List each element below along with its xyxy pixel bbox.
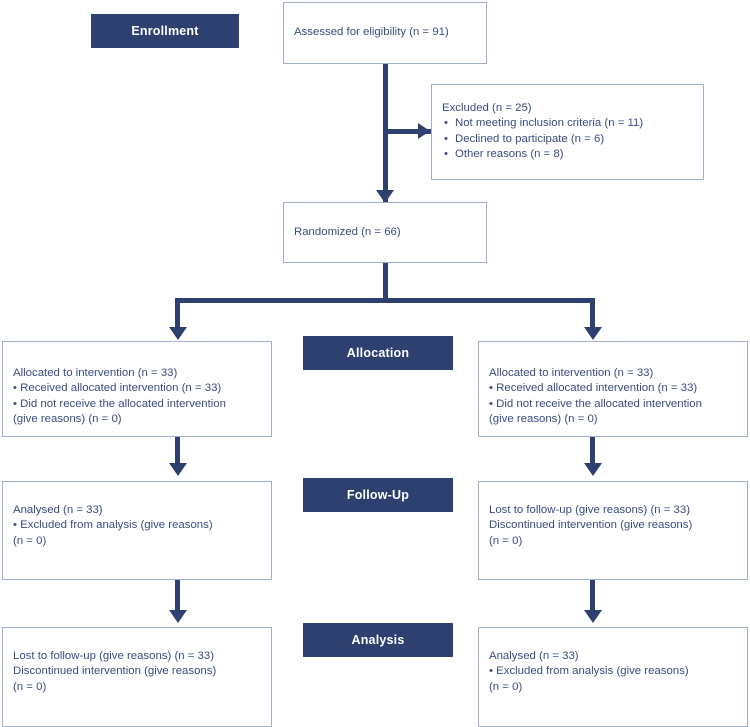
- node-allocation-right-line-4: (give reasons) (n = 0): [489, 413, 598, 426]
- arrowhead-followup-right: [583, 463, 602, 476]
- arrowhead-to-excluded: [418, 123, 430, 139]
- node-allocation-right-line-1: Allocated to intervention (n = 33): [489, 367, 654, 379]
- node-allocation-right-line-2: • Received allocated intervention (n = 3…: [489, 382, 698, 395]
- connector-to-excluded: [385, 128, 431, 134]
- stage-label-analysis-text: Analysis: [351, 633, 405, 647]
- stage-label-followup-text: Follow-Up: [346, 488, 410, 502]
- connector-allocation-to-followup-right: [590, 437, 595, 464]
- node-allocation-left-line-2: • Received allocated intervention (n = 3…: [13, 382, 222, 395]
- connector-randomized-down: [382, 263, 388, 303]
- node-followup-left: Analysed (n = 33) • Excluded from analys…: [2, 481, 272, 580]
- node-allocation-left-line-4: (give reasons) (n = 0): [13, 413, 122, 426]
- stage-label-enrollment: Enrollment: [91, 14, 239, 48]
- node-followup-left-line-1: Analysed (n = 33): [13, 504, 103, 516]
- node-allocation-left: Allocated to intervention (n = 33) • Rec…: [2, 341, 272, 437]
- connector-followup-to-analysis-right: [590, 580, 595, 613]
- node-followup-right-line-3: (n = 0): [489, 534, 523, 547]
- arrowhead-analysis-left: [168, 610, 187, 623]
- arrowhead-assessed-to-randomized: [376, 190, 394, 203]
- node-analysis-right: Analysed (n = 33) • Excluded from analys…: [478, 627, 748, 727]
- node-allocation-right: Allocated to intervention (n = 33) • Rec…: [478, 341, 748, 437]
- node-excluded-heading: Excluded (n = 25): [442, 102, 532, 114]
- connector-split-bar: [175, 298, 595, 303]
- node-analysis-right-line-2: • Excluded from analysis (give reasons): [489, 665, 689, 678]
- node-allocation-left-line-3: • Did not receive the allocated interven…: [13, 397, 226, 410]
- node-excluded-reason: Not meeting inclusion criteria (n = 11): [442, 116, 697, 132]
- node-analysis-left-line-2: Discontinued intervention (give reasons): [13, 665, 217, 678]
- node-excluded-reason-list: Not meeting inclusion criteria (n = 11) …: [442, 116, 697, 163]
- node-analysis-left-line-1: Lost to follow-up (give reasons) (n = 33…: [13, 650, 215, 662]
- node-excluded-reason: Other reasons (n = 8): [442, 147, 697, 163]
- node-excluded: Excluded (n = 25) Not meeting inclusion …: [431, 84, 704, 180]
- node-allocation-right-line-3: • Did not receive the allocated interven…: [489, 397, 702, 410]
- stage-label-enrollment-text: Enrollment: [131, 24, 199, 38]
- arrowhead-allocation-left: [168, 327, 187, 340]
- node-followup-left-line-3: (n = 0): [13, 534, 47, 547]
- stage-label-analysis: Analysis: [303, 623, 453, 657]
- node-analysis-right-line-3: (n = 0): [489, 680, 523, 693]
- node-followup-right: Lost to follow-up (give reasons) (n = 33…: [478, 481, 748, 580]
- node-excluded-reason: Declined to participate (n = 6): [442, 132, 697, 148]
- node-allocation-left-line-1: Allocated to intervention (n = 33): [13, 367, 178, 379]
- node-analysis-left: Lost to follow-up (give reasons) (n = 33…: [2, 627, 272, 727]
- node-randomized: Randomized (n = 66): [283, 202, 487, 263]
- stage-label-allocation-text: Allocation: [346, 346, 410, 360]
- node-analysis-right-line-1: Analysed (n = 33): [489, 650, 579, 662]
- arrowhead-analysis-right: [583, 610, 602, 623]
- connector-split-to-allocation-left: [175, 298, 180, 330]
- node-assessed-for-eligibility: Assessed for eligibility (n = 91): [283, 2, 487, 64]
- connector-split-to-allocation-right: [590, 298, 595, 330]
- node-followup-right-line-2: Discontinued intervention (give reasons): [489, 519, 693, 532]
- stage-label-followup: Follow-Up: [303, 478, 453, 512]
- connector-allocation-to-followup-left: [175, 437, 180, 464]
- node-assessed-text: Assessed for eligibility (n = 91): [294, 26, 449, 38]
- connector-followup-to-analysis-left: [175, 580, 180, 613]
- arrowhead-allocation-right: [583, 327, 602, 340]
- arrowhead-followup-left: [168, 463, 187, 476]
- node-analysis-left-line-3: (n = 0): [13, 680, 47, 693]
- stage-label-allocation: Allocation: [303, 336, 453, 370]
- node-followup-left-line-2: • Excluded from analysis (give reasons): [13, 519, 213, 532]
- node-randomized-text: Randomized (n = 66): [294, 226, 401, 238]
- node-followup-right-line-1: Lost to follow-up (give reasons) (n = 33…: [489, 504, 691, 516]
